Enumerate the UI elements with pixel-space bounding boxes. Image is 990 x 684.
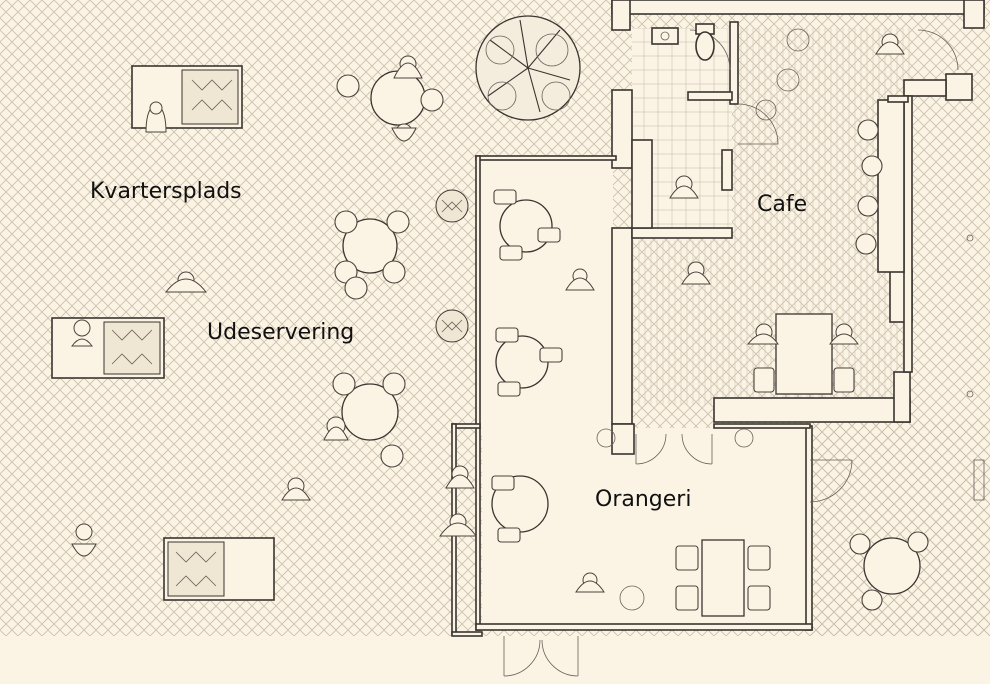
tree [475,15,581,121]
label-cafe: Cafe [757,192,807,217]
orangeri-people [565,268,605,593]
wall-markers [966,234,985,501]
corridor-floor [632,240,732,405]
walls [451,0,985,637]
cafe-table [746,313,859,395]
orangeri-table-1 [493,189,561,261]
cafe-stools [855,119,883,255]
label-udeservering: Udeservering [207,320,354,345]
right-terrace [810,420,990,636]
bathroom-fixtures [631,23,715,229]
planter-bench-middle [51,317,165,379]
terrace-table [849,531,929,611]
orangeri-table-3 [491,475,549,543]
orangeri-table-long [675,539,771,617]
outdoor-table-3 [323,372,406,468]
orangeri-table-2 [495,327,563,397]
planter-bench-top [131,65,243,133]
label-orangeri: Orangeri [595,487,691,512]
label-kvartersplads: Kvartersplads [90,179,242,204]
outdoor-table-2 [334,210,410,300]
outdoor-table-1 [336,55,444,142]
street-band [0,636,990,684]
planter-bench-bottom [163,537,275,601]
cafe-people [669,33,905,285]
outdoor-people [71,271,477,557]
cafe-shelf [887,95,909,103]
cafe-counter [877,99,905,273]
round-planters [435,28,810,611]
